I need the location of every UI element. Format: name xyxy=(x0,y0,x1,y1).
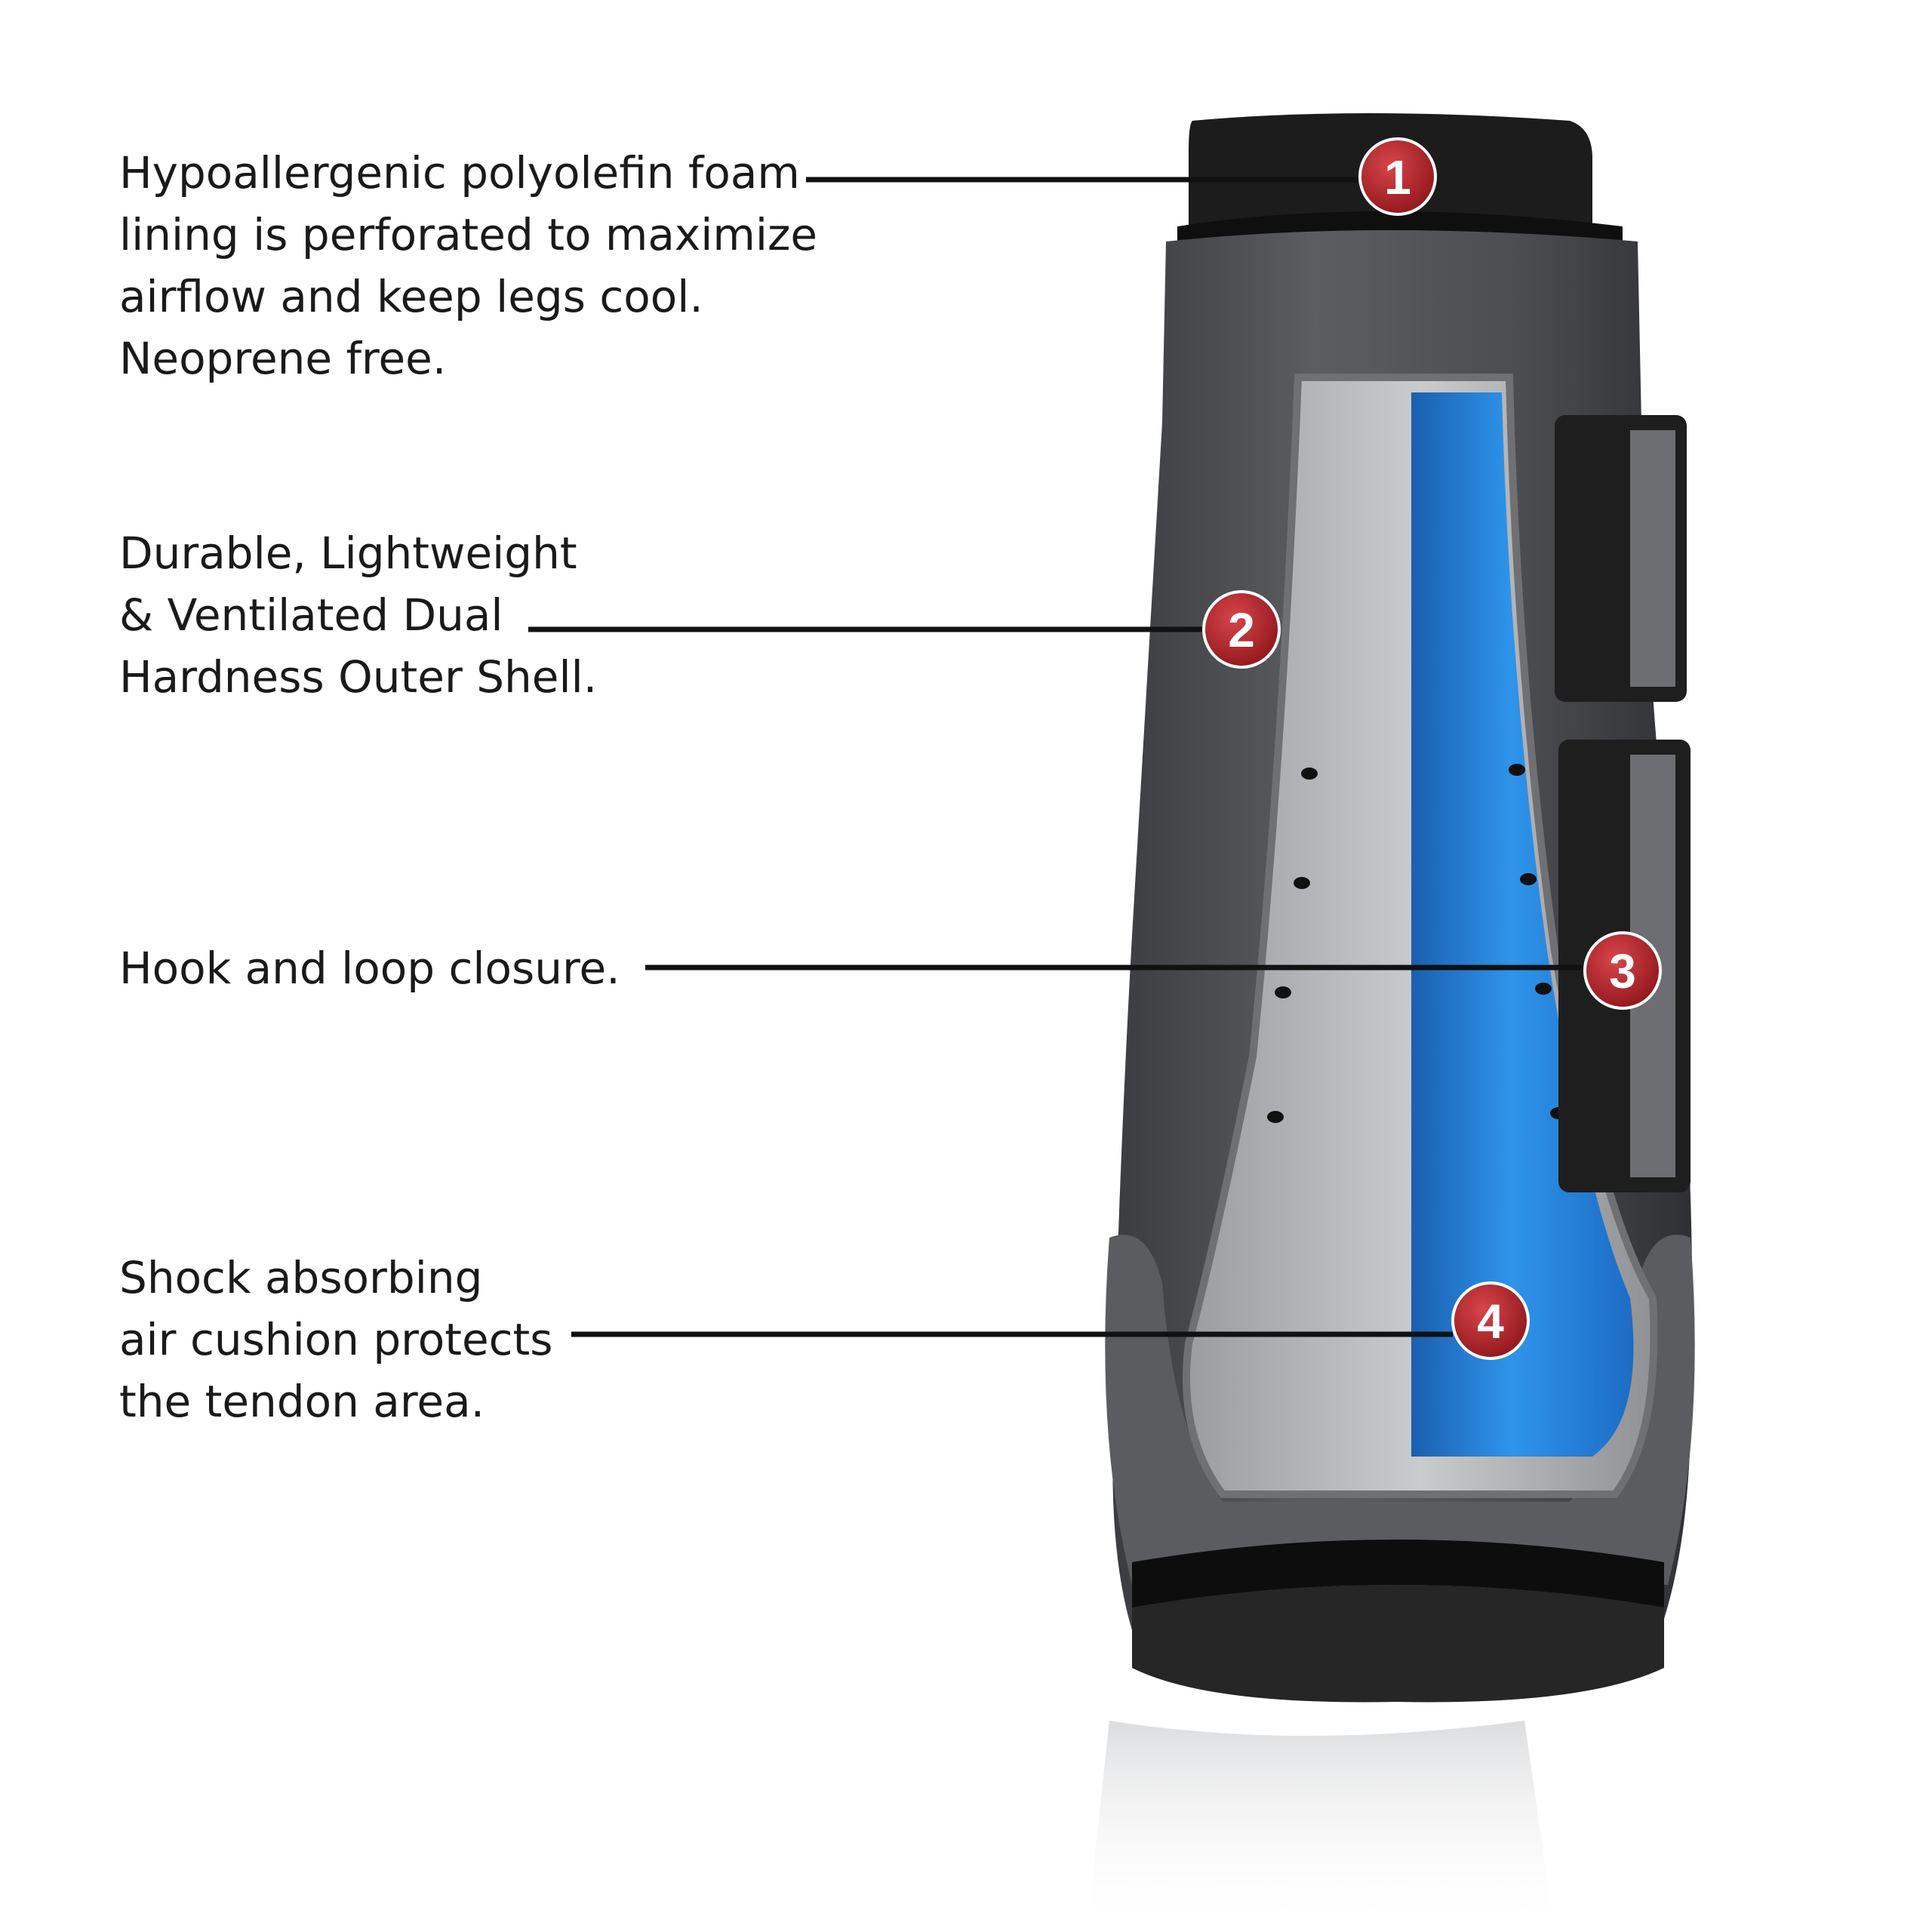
svg-text:4: 4 xyxy=(1477,1294,1504,1349)
bottom-rim xyxy=(1132,1540,1664,1607)
callout-outer-shell: Durable, Lightweight & Ventilated Dual H… xyxy=(119,522,597,708)
callout-line: Hypoallergenic polyolefin foam xyxy=(119,147,800,198)
svg-text:1: 1 xyxy=(1384,150,1411,205)
callout-line: airflow and keep legs cool. xyxy=(119,271,703,322)
svg-text:3: 3 xyxy=(1609,944,1636,998)
callout-air-cushion: Shock absorbing air cushion protects the… xyxy=(119,1247,553,1432)
bottom-lining xyxy=(1132,1585,1664,1703)
strap-upper-loop xyxy=(1630,430,1675,687)
callout-closure: Hook and loop closure. xyxy=(119,937,620,999)
marker-1: 1 xyxy=(1358,137,1437,216)
callout-line: Durable, Lightweight xyxy=(119,528,577,579)
leader-lines xyxy=(528,177,1585,1337)
marker-3: 3 xyxy=(1583,931,1662,1010)
callout-line: air cushion protects xyxy=(119,1314,553,1365)
callout-line: Neoprene free. xyxy=(119,333,447,384)
boot-reflection xyxy=(1087,1721,1555,1932)
svg-text:2: 2 xyxy=(1228,603,1255,657)
callout-line: & Ventilated Dual xyxy=(119,589,503,641)
marker-4: 4 xyxy=(1451,1281,1530,1360)
callout-line: Hook and loop closure. xyxy=(119,943,620,994)
callout-line: Shock absorbing xyxy=(119,1252,483,1303)
callout-line: Hardness Outer Shell. xyxy=(119,651,598,703)
lower-shell-flare xyxy=(1105,1235,1695,1585)
callout-line: the tendon area. xyxy=(119,1376,485,1427)
callout-line: lining is perforated to maximize xyxy=(119,209,818,260)
callout-foam-lining: Hypoallergenic polyolefin foam lining is… xyxy=(119,142,817,389)
marker-2: 2 xyxy=(1202,590,1281,669)
